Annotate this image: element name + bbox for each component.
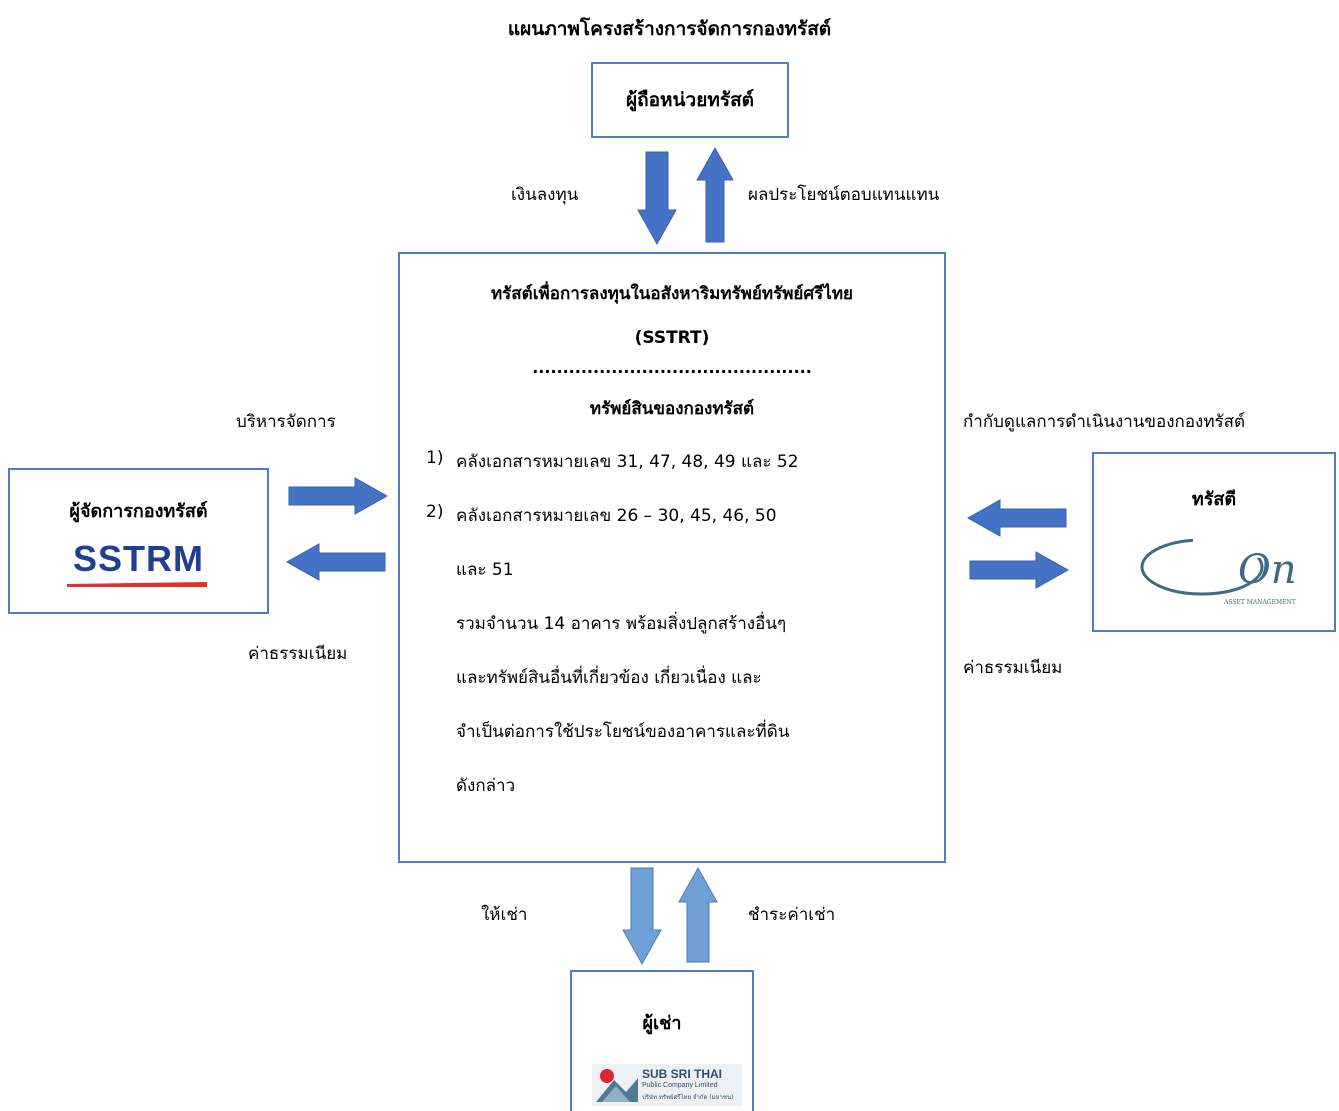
unitholders-label: ผู้ถือหน่วยทรัสต์ — [625, 89, 755, 111]
trust-name: ทรัสต์เพื่อการลงทุนในอสังหาริมทรัพย์ทรัพ… — [490, 284, 854, 304]
trust-box: ทรัสต์เพื่อการลงทุนในอสังหาริมทรัพย์ทรัพ… — [398, 252, 946, 863]
trustee-fee-arrow — [969, 551, 1070, 589]
trustee-supervise-arrow — [966, 499, 1067, 537]
trustee-label: ทรัสตี — [1191, 489, 1237, 510]
logo-line-1: SUB SRI THAI — [642, 1067, 723, 1081]
asset-item-2-continued: และ 51 — [456, 560, 514, 580]
manage-arrow — [288, 477, 389, 515]
lessee-label: ผู้เช่า — [642, 1013, 682, 1034]
returns-arrow — [696, 146, 734, 243]
dotted-separator: ........................................… — [532, 358, 812, 377]
manager-label: ผู้จัดการกองทรัสต์ — [69, 501, 208, 522]
rent-arrow — [678, 866, 718, 963]
sub-sri-thai-emblem-icon — [596, 1069, 638, 1102]
manager-fee-arrow — [285, 543, 386, 581]
summary-line: จำเป็นต่อการใช้ประโยชน์ของอาคารและที่ดิน — [456, 722, 790, 742]
supervise-label: กำกับดูแลการดำเนินงานของกองทรัสต์ — [963, 412, 1246, 432]
summary-line: และทรัพย์สินอื่นที่เกี่ยวข้อง เกี่ยวเนื่… — [456, 668, 762, 688]
one-asset-logo: One ASSET MANAGEMENT — [1140, 538, 1298, 606]
manage-label: บริหารจัดการ — [236, 412, 336, 432]
lease-arrow — [622, 867, 662, 966]
returns-label: ผลประโยชน์ตอบแทนแทน — [748, 185, 940, 205]
assets-heading: ทรัพย์สินของกองทรัสต์ — [589, 399, 755, 419]
summary-line: ดังกล่าว — [456, 776, 516, 796]
lessee-box: ผู้เช่า SUB SRI THAI Public Company Limi… — [570, 970, 754, 1111]
diagram-title: แผนภาพโครงสร้างการจัดการกองทรัสต์ — [507, 18, 832, 40]
one-logo-text: One — [1238, 547, 1298, 593]
asset-item-2-text: คลังเอกสารหมายเลข 26 – 30, 45, 46, 50 — [456, 506, 777, 526]
unitholders-box: ผู้ถือหน่วยทรัสต์ — [591, 62, 789, 138]
sstrm-logo-text: SSTRM — [73, 538, 204, 579]
sstrm-logo: SSTRM — [10, 538, 267, 587]
manager-fee-label: ค่าธรรมเนียม — [248, 644, 348, 664]
asset-item-2-number: 2) — [426, 502, 444, 522]
trustee-fee-label: ค่าธรรมเนียม — [963, 658, 1063, 678]
manager-box: ผู้จัดการกองทรัสต์ SSTRM — [8, 468, 269, 614]
invest-label: เงินลงทุน — [511, 185, 579, 205]
asset-item-1-number: 1) — [426, 448, 444, 468]
invest-arrow — [637, 151, 677, 246]
trustee-box: ทรัสตี One ASSET MANAGEMENT — [1092, 452, 1336, 632]
rent-label: ชำระค่าเช่า — [748, 905, 836, 925]
logo-line-3: บริษัท ทรัพย์ศรีไทย จำกัด (มหาชน) — [642, 1094, 734, 1101]
one-logo-subtext: ASSET MANAGEMENT — [1223, 599, 1296, 606]
trust-abbr: (SSTRT) — [634, 328, 710, 348]
asset-item-1-text: คลังเอกสารหมายเลข 31, 47, 48, 49 และ 52 — [456, 452, 799, 472]
sub-sri-thai-logo: SUB SRI THAI Public Company Limited บริษ… — [592, 1064, 742, 1106]
logo-line-2: Public Company Limited — [642, 1082, 718, 1089]
lease-label: ให้เช่า — [481, 905, 528, 925]
summary-line: รวมจำนวน 14 อาคาร พร้อมสิ่งปลูกสร้างอื่น… — [456, 614, 787, 634]
sstrm-logo-underline — [67, 582, 207, 587]
